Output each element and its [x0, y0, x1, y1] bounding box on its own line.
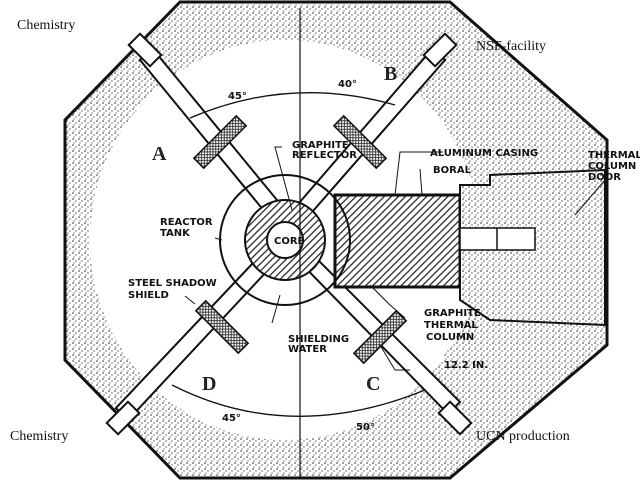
corner-label-bottom-left: Chemistry	[10, 429, 68, 444]
label-graphite-column-1: GRAPHITE	[424, 308, 481, 319]
label-thermal-door-2: COLUMN	[588, 161, 636, 172]
label-steel-shadow-2: SHIELD	[128, 290, 169, 301]
corner-label-top-right: NSF-facility	[476, 39, 546, 54]
label-shielding-water-2: WATER	[288, 344, 327, 355]
label-thermal-door-3: DOOR	[588, 172, 621, 183]
label-graphite-reflector-2: REFLECTOR	[292, 150, 357, 161]
port-label-b: B	[384, 63, 397, 85]
port-label-c: C	[366, 373, 380, 395]
label-graphite-reflector-1: GRAPHITE	[292, 140, 349, 151]
corner-label-top-left: Chemistry	[17, 18, 75, 33]
steel-shadow-shields	[192, 114, 408, 365]
port-label-a: A	[152, 143, 167, 165]
label-steel-shadow-1: STEEL SHADOW	[128, 278, 217, 289]
angle-top-right: 40°	[338, 79, 357, 90]
label-reactor-tank-1: REACTOR	[160, 217, 213, 228]
label-thermal-door-1: THERMAL	[588, 150, 640, 161]
port-label-d: D	[202, 373, 216, 395]
label-graphite-column-2: THERMAL	[424, 320, 478, 331]
core	[266, 221, 304, 259]
label-aluminum-casing: ALUMINUM CASING	[430, 148, 538, 159]
label-dimension: 12.2 IN.	[444, 360, 488, 371]
reactor-tank	[219, 174, 351, 306]
label-graphite-column-3: COLUMN	[426, 332, 474, 343]
label-shielding-water-1: SHIELDING	[288, 334, 349, 345]
corner-label-bottom-right: UCN production	[476, 429, 570, 444]
label-core: CORE	[274, 236, 305, 247]
angle-top-left: 45°	[228, 91, 247, 102]
graphite-thermal-column	[333, 193, 462, 289]
angle-bottom-right: 50°	[356, 422, 375, 433]
angle-bottom-left: 45°	[222, 413, 241, 424]
label-reactor-tank-2: TANK	[160, 228, 191, 239]
label-boral: BORAL	[433, 165, 472, 176]
